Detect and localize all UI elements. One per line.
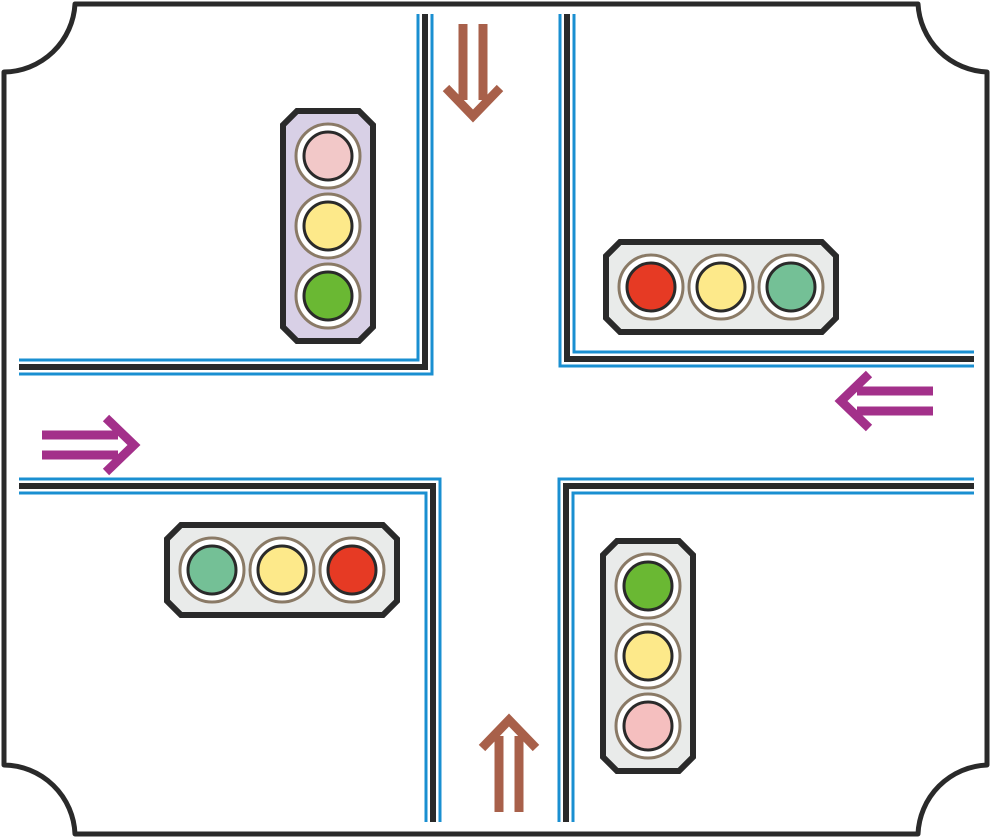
curb-northeast-line [564,14,974,362]
traffic-light-southeast [600,538,696,774]
traffic-light-northeast [603,239,839,335]
traffic-light-southwest [164,522,400,618]
lamp-yellow-off [256,544,308,596]
lamp-red-lit [625,261,677,313]
lamp-green-lit [302,270,354,322]
road-curbs [19,14,974,822]
traffic-lights [164,108,839,774]
curb-southwest-line [19,483,436,822]
lamp-green-lit [622,560,674,612]
lamp-red-off [622,700,674,752]
lamp-yellow-off [622,630,674,682]
lamp-green-off [186,544,238,596]
lamp-green-off [765,261,817,313]
curb-southeast-line [563,483,974,822]
lamp-red-off [302,130,354,182]
lamp-yellow-off [695,261,747,313]
curb-northwest-line [19,14,428,370]
lamp-yellow-off [302,200,354,252]
traffic-light-northwest [280,108,376,344]
lamp-red-lit [326,544,378,596]
